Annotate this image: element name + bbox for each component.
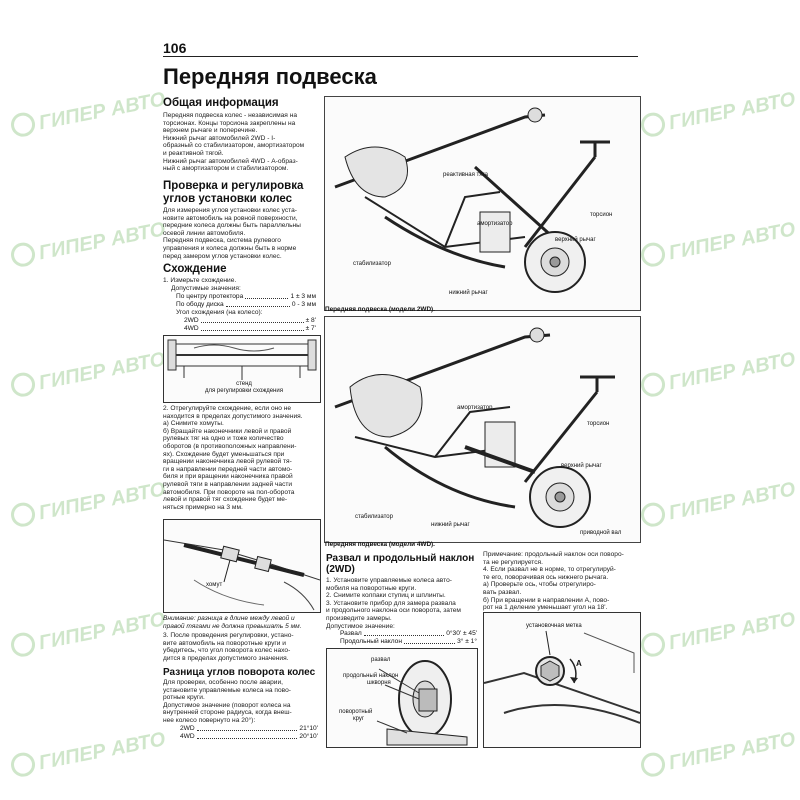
camber-fig-label-plate: круг <box>353 716 365 722</box>
suspension-2wd-figure: реактивная тяга торсион амортизатор верх… <box>324 96 641 311</box>
label-4wd-stabilizer: стабилизатор <box>355 514 393 520</box>
label-4wd-torsion: торсион <box>587 421 610 427</box>
direction-a-label: A <box>576 659 582 668</box>
caption-2wd: Передняя подвеска (модели 2WD). <box>325 306 435 313</box>
label-2wd-reaction-rod: реактивная тяга <box>443 172 488 178</box>
camber-fig-label-kingpin: шкворня <box>367 680 391 686</box>
label-2wd-lower-arm: нижний рычаг <box>449 290 488 296</box>
camber-gauge-figure: развал продольный наклон шкворня поворот… <box>326 648 478 748</box>
toe-angle-4wd: 4WD± 7' <box>184 325 316 332</box>
camber-fig-label-camber: развал <box>371 657 391 663</box>
camber-text: 1. Установите управляемые колеса авто- м… <box>326 577 461 630</box>
mark-label: установочная метка <box>526 623 582 629</box>
suspension-4wd-figure: амортизатор торсион верхний рычаг стабил… <box>324 316 641 543</box>
toe-stand-label: стенд для регулировки схождения <box>205 381 283 394</box>
suspension-4wd-drawing <box>334 327 615 528</box>
check-heading: Проверка и регулировка углов установки к… <box>163 180 304 205</box>
toe-step3: 3. После проведения регулировки, устано-… <box>163 632 294 662</box>
label-4wd-lower-arm: нижний рычаг <box>431 522 470 528</box>
header-rule <box>163 56 638 57</box>
toe-stand-drawing <box>167 339 317 380</box>
label-2wd-shock: амортизатор <box>477 221 513 227</box>
label-2wd-upper-arm: верхний рычаг <box>555 237 596 243</box>
toe-angle-2wd: 2WD± 8' <box>184 317 316 324</box>
toe-note: Внимание: разница в длине между левой и … <box>163 615 302 630</box>
clamp-label: хомут <box>206 582 223 588</box>
caption-4wd: Передняя подвеска (модели 4WD). <box>325 541 435 548</box>
camber-fig-label-caster: продольный наклон <box>343 673 399 679</box>
toe-step1: 1. Измерьте схождение. <box>163 277 237 284</box>
alignment-mark-drawing <box>484 630 640 724</box>
alignment-mark-figure: установочная метка A <box>483 612 641 748</box>
toe-stand-figure: стенд для регулировки схождения <box>163 335 321 403</box>
camber-fig-label-turning: поворотный <box>339 709 373 715</box>
label-4wd-driveshaft: приводной вал <box>580 530 622 536</box>
label-4wd-upper-arm: верхний рычаг <box>561 463 602 469</box>
toe-step2: 2. Отрегулируйте схождение, если оно не … <box>163 405 303 511</box>
page-number: 106 <box>163 40 187 56</box>
label-4wd-shock: амортизатор <box>457 405 493 411</box>
page-title: Передняя подвеска <box>163 64 377 89</box>
suspension-2wd-drawing <box>334 107 610 293</box>
toe-heading: Схождение <box>163 263 227 275</box>
toe-allowed: Допустимые значения: <box>171 285 241 292</box>
camber-gauge-drawing <box>376 660 468 746</box>
note-text: Примечание: продольный наклон оси поворо… <box>483 551 624 612</box>
general-heading: Общая информация <box>163 97 279 109</box>
clamp-drawing <box>164 539 320 611</box>
label-2wd-stabilizer: стабилизатор <box>353 261 391 267</box>
general-text: Передняя подвеска колес - независимая на… <box>163 112 305 173</box>
turn-text: Для проверки, особенно после аварии, уст… <box>163 679 292 724</box>
toe-angle-label: Угол схождения (на колесо): <box>176 309 263 316</box>
turn-heading: Разница углов поворота колес <box>163 667 316 678</box>
camber-heading: Развал и продольный наклон (2WD) <box>326 553 475 575</box>
clamp-figure: хомут <box>163 519 321 613</box>
check-text: Для измерения углов установки колес уста… <box>163 207 301 260</box>
label-2wd-torsion: торсион <box>590 212 613 218</box>
